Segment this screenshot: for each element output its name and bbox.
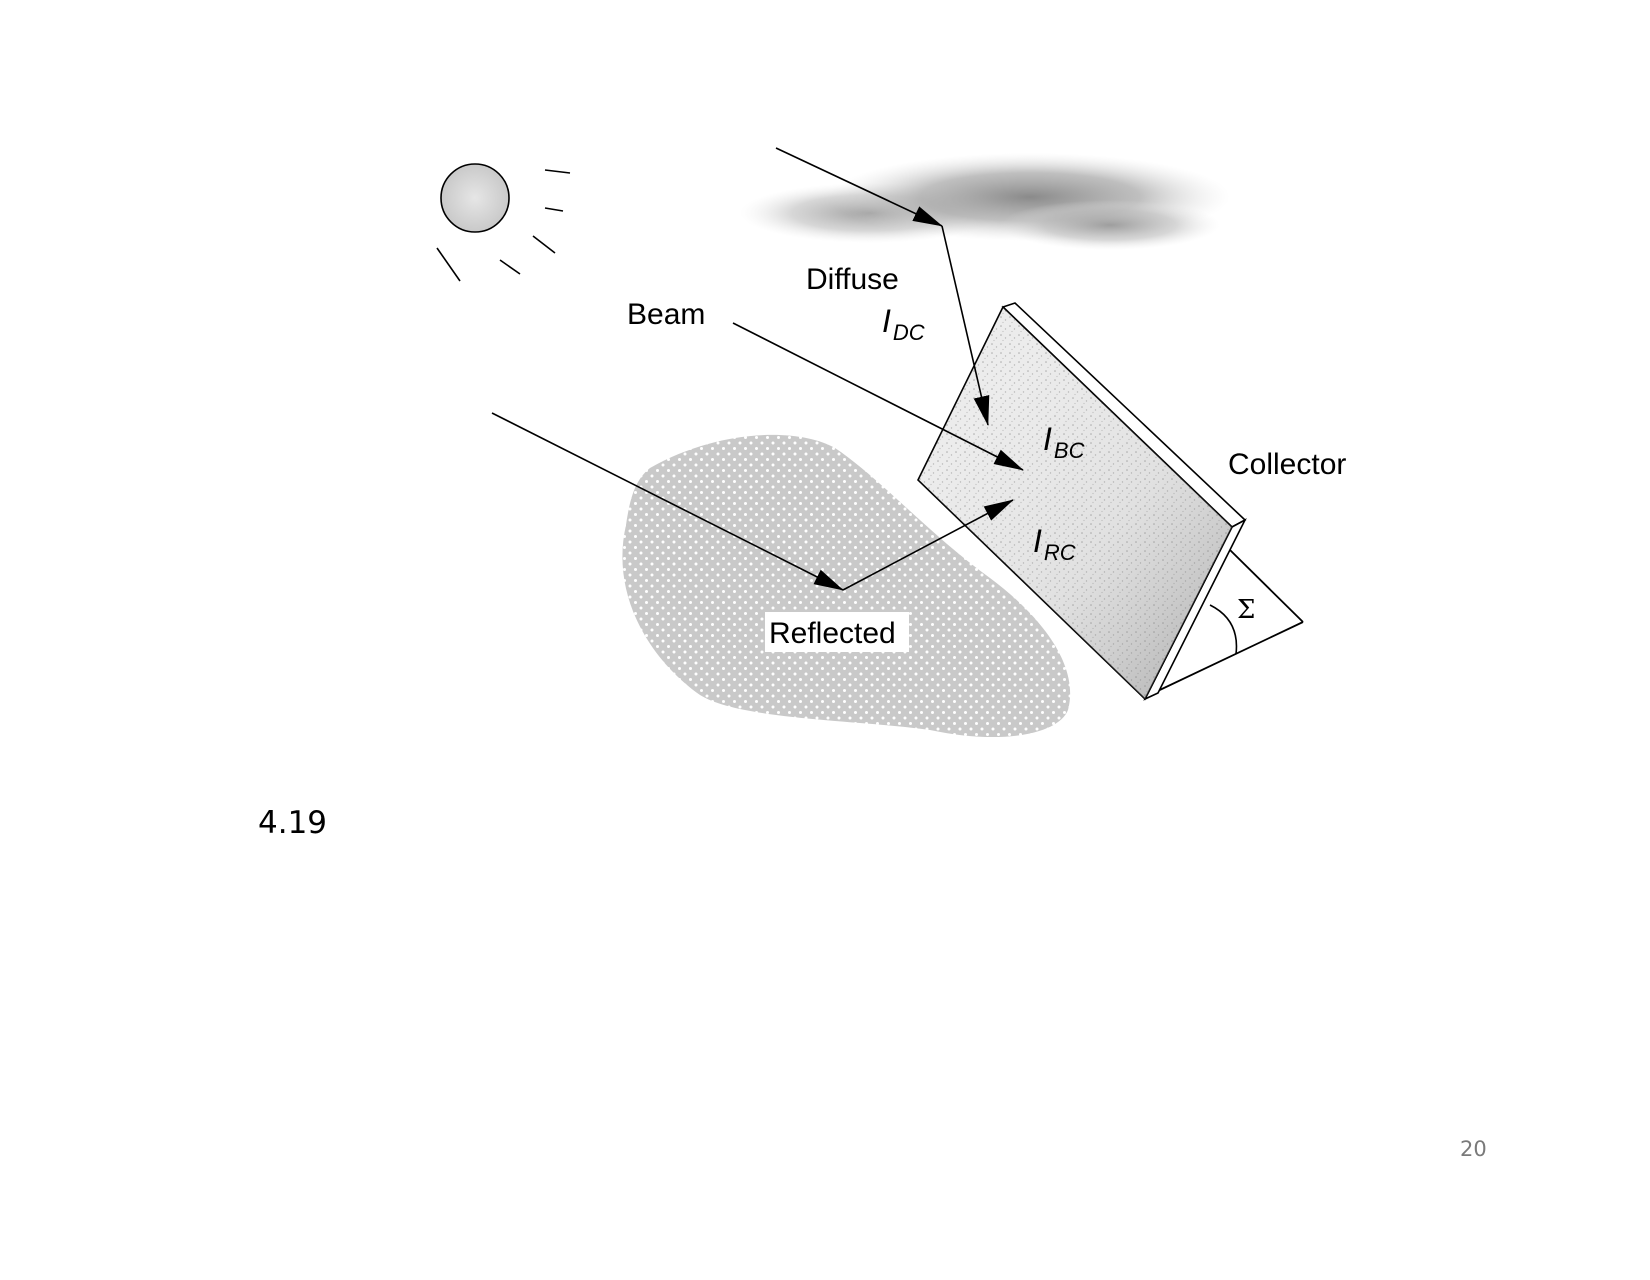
label-idc-sub: DC bbox=[893, 320, 925, 345]
label-irc-sub: RC bbox=[1044, 540, 1076, 565]
collector-support bbox=[1144, 549, 1304, 698]
label-idc: IDC bbox=[882, 303, 925, 345]
sun-icon bbox=[436, 163, 571, 282]
cloud-icon bbox=[740, 153, 1230, 250]
figure-caption: 4.19 bbox=[258, 805, 328, 841]
label-irc: IRC bbox=[1033, 523, 1076, 565]
label-reflected: Reflected bbox=[769, 617, 896, 650]
label-beam: Beam bbox=[627, 298, 705, 331]
label-ibc-sub: BC bbox=[1054, 438, 1085, 463]
diffuse-ray bbox=[775, 147, 990, 426]
page-number: 20 bbox=[1460, 1137, 1487, 1161]
collector-panel bbox=[917, 302, 1247, 701]
label-irc-main: I bbox=[1033, 523, 1042, 559]
beam-ray bbox=[732, 322, 1024, 471]
label-reflected-box: Reflected bbox=[765, 612, 909, 652]
label-ibc: IBC bbox=[1043, 421, 1085, 463]
reflected-ray bbox=[491, 412, 1014, 591]
label-tilt-angle: Σ bbox=[1237, 595, 1255, 625]
label-collector: Collector bbox=[1228, 448, 1346, 481]
label-ibc-main: I bbox=[1043, 421, 1052, 457]
label-idc-main: I bbox=[882, 303, 891, 339]
ground-reflection-area bbox=[622, 434, 1071, 738]
label-diffuse: Diffuse bbox=[806, 263, 899, 296]
